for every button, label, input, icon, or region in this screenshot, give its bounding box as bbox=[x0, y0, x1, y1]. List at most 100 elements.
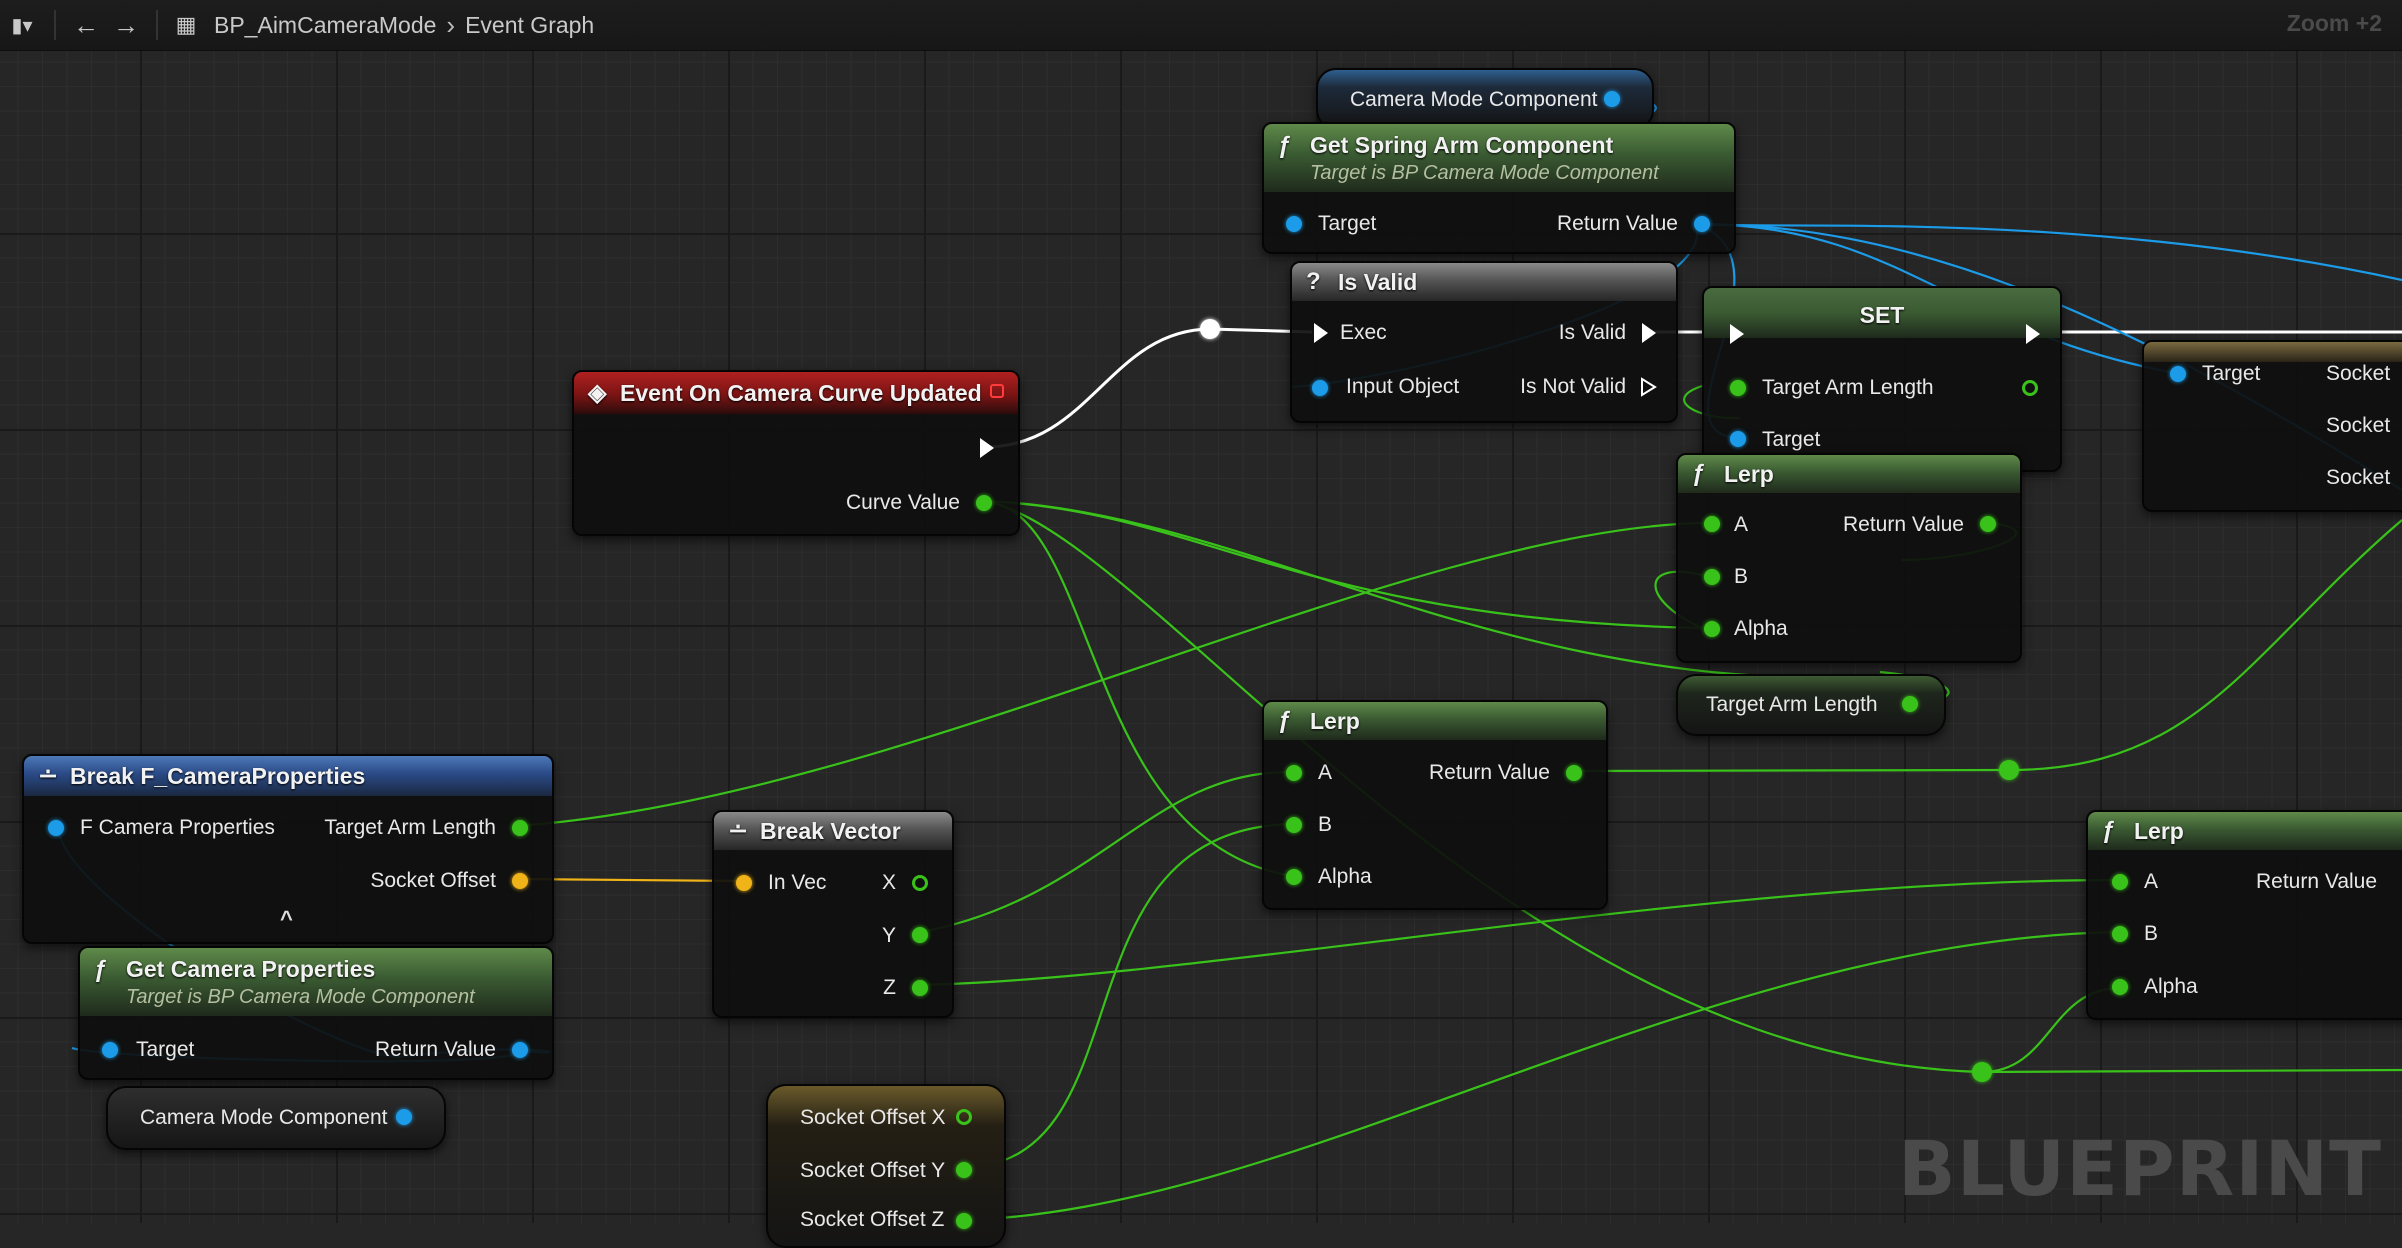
lerp-node-top[interactable]: ƒ Lerp A Return Value B Alpha bbox=[1676, 453, 2022, 663]
object-output-pin[interactable] bbox=[1604, 91, 1620, 107]
input-object-pin[interactable] bbox=[1312, 380, 1328, 396]
reroute-node[interactable] bbox=[1972, 1062, 1992, 1082]
back-arrow-icon[interactable]: ← bbox=[73, 9, 99, 40]
node-title: SET bbox=[1859, 302, 1905, 328]
node-title: Is Valid bbox=[1338, 269, 1418, 295]
alpha-input-pin[interactable] bbox=[1704, 621, 1720, 637]
socket-offset-z-output-pin[interactable] bbox=[956, 1213, 972, 1229]
pin-label: Target bbox=[136, 1038, 195, 1061]
z-output-pin[interactable] bbox=[912, 980, 928, 996]
function-icon: ƒ bbox=[1278, 707, 1292, 734]
b-input-pin[interactable] bbox=[2112, 926, 2128, 942]
break-camera-properties-node[interactable]: ∸ Break F_CameraProperties F Camera Prop… bbox=[22, 754, 554, 944]
a-input-pin[interactable] bbox=[1704, 516, 1720, 532]
node-header: ? Is Valid bbox=[1292, 263, 1676, 301]
pin-label: Return Value bbox=[1428, 761, 1550, 784]
return-value-output-pin[interactable] bbox=[512, 1042, 528, 1058]
node-title: Lerp bbox=[1724, 461, 1774, 487]
hierarchy-icon: ▦ bbox=[175, 12, 197, 37]
socket-offset-x-output-pin[interactable] bbox=[956, 1109, 972, 1125]
node-header: ∸ Break Vector bbox=[714, 812, 952, 850]
break-struct-icon: ∸ bbox=[38, 762, 59, 790]
socket-offset-z-label: Socket Offset Z bbox=[800, 1208, 945, 1231]
pin-label: B bbox=[1734, 565, 1749, 588]
socket-offset-y-output-pin[interactable] bbox=[956, 1162, 972, 1178]
expand-pins-button[interactable]: ^ bbox=[280, 906, 293, 931]
break-vector-node[interactable]: ∸ Break Vector In Vec X Y Z bbox=[712, 810, 954, 1018]
pin-label: Z bbox=[883, 976, 896, 999]
return-value-output-pin[interactable] bbox=[1694, 216, 1710, 232]
graph-toolbar: ▮▾ ← → ▦ BP_AimCameraMode › Event Graph … bbox=[0, 0, 2402, 51]
var-label: Camera Mode Component bbox=[140, 1106, 388, 1129]
is-valid-exec-output-pin[interactable] bbox=[1642, 323, 1656, 343]
get-spring-arm-component-node[interactable]: ƒ Get Spring Arm Component Target is BP … bbox=[1262, 122, 1736, 254]
target-input-pin[interactable] bbox=[1730, 431, 1746, 447]
x-output-pin[interactable] bbox=[912, 875, 928, 891]
node-header: ƒ Get Spring Arm Component Target is BP … bbox=[1264, 124, 1734, 192]
node-header: ƒ Get Camera Properties Target is BP Cam… bbox=[80, 948, 552, 1016]
target-arm-length-var[interactable]: Target Arm Length bbox=[1676, 674, 1946, 736]
return-value-output-pin[interactable] bbox=[1566, 765, 1582, 781]
is-valid-node[interactable]: ? Is Valid Exec Is Valid Input Object Is… bbox=[1290, 261, 1678, 423]
camera-mode-component-var-top[interactable]: Camera Mode Component bbox=[1316, 68, 1654, 130]
target-arm-length-output-pin[interactable] bbox=[2022, 380, 2038, 396]
a-input-pin[interactable] bbox=[2112, 874, 2128, 890]
node-title: Lerp bbox=[2134, 818, 2184, 844]
breadcrumb-graph[interactable]: Event Graph bbox=[465, 11, 595, 38]
a-input-pin[interactable] bbox=[1286, 765, 1302, 781]
delegate-pin-icon[interactable] bbox=[990, 384, 1004, 398]
reroute-node[interactable] bbox=[1999, 760, 2019, 780]
object-output-pin[interactable] bbox=[396, 1109, 412, 1125]
target-arm-length-input-pin[interactable] bbox=[1730, 380, 1746, 396]
target-input-pin[interactable] bbox=[102, 1042, 118, 1058]
socket-offset-y-label: Socket Offset Y bbox=[800, 1159, 946, 1182]
is-not-valid-exec-output-pin[interactable] bbox=[1640, 377, 1658, 397]
exec-output-pin[interactable] bbox=[980, 438, 994, 458]
lerp-node-right[interactable]: ƒ Lerp A Return Value B Alpha bbox=[2086, 810, 2402, 1020]
set-target-arm-length-node[interactable]: SET Target Arm Length Target bbox=[1702, 286, 2062, 472]
b-input-pin[interactable] bbox=[1704, 569, 1720, 585]
node-subtitle: Target is BP Camera Mode Component bbox=[1310, 162, 1659, 184]
node-title: Get Spring Arm Component bbox=[1310, 132, 1614, 158]
pin-label: Return Value bbox=[1842, 513, 1964, 536]
get-camera-properties-node[interactable]: ƒ Get Camera Properties Target is BP Cam… bbox=[78, 946, 554, 1080]
pin-label: Socket bbox=[2326, 466, 2391, 489]
b-input-pin[interactable] bbox=[1286, 817, 1302, 833]
struct-input-pin[interactable] bbox=[48, 820, 64, 836]
exec-output-pin[interactable] bbox=[2026, 324, 2040, 344]
function-icon: ƒ bbox=[1692, 460, 1706, 487]
function-icon: ƒ bbox=[1278, 132, 1292, 159]
alpha-input-pin[interactable] bbox=[1286, 869, 1302, 885]
exec-input-pin[interactable] bbox=[1314, 323, 1328, 343]
pin-label: Input Object bbox=[1346, 375, 1460, 398]
target-input-pin[interactable] bbox=[2170, 366, 2186, 382]
target-input-pin[interactable] bbox=[1286, 216, 1302, 232]
float-output-pin[interactable] bbox=[1902, 696, 1918, 712]
event-diamond-icon: ◈ bbox=[588, 379, 607, 407]
break-struct-icon: ∸ bbox=[728, 817, 749, 845]
in-vec-input-pin[interactable] bbox=[736, 875, 752, 891]
question-mark-icon: ? bbox=[1306, 268, 1321, 295]
exec-reroute-node[interactable] bbox=[1200, 319, 1220, 339]
target-arm-length-output-pin[interactable] bbox=[512, 820, 528, 836]
var-label: Target Arm Length bbox=[1706, 693, 1878, 716]
y-output-pin[interactable] bbox=[912, 927, 928, 943]
node-title: Lerp bbox=[1310, 708, 1360, 734]
socket-offset-output-pin[interactable] bbox=[512, 873, 528, 889]
bookmark-menu-button[interactable]: ▮▾ bbox=[11, 14, 33, 37]
forward-arrow-icon[interactable]: → bbox=[113, 9, 139, 40]
return-value-output-pin[interactable] bbox=[1980, 516, 1996, 532]
socket-offset-vars-node[interactable]: Socket Offset X Socket Offset Y Socket O… bbox=[766, 1084, 1006, 1248]
lerp-node-mid[interactable]: ƒ Lerp A Return Value B Alpha bbox=[1262, 700, 1608, 910]
node-title: Break Vector bbox=[760, 818, 901, 844]
curve-value-output-pin[interactable] bbox=[976, 495, 992, 511]
breadcrumb-blueprint[interactable]: BP_AimCameraMode bbox=[214, 11, 437, 38]
set-socket-offset-node[interactable]: Target Socket Socket Socket bbox=[2142, 340, 2402, 512]
alpha-input-pin[interactable] bbox=[2112, 979, 2128, 995]
pin-label: Alpha bbox=[1734, 617, 1788, 640]
node-header: SET bbox=[1704, 288, 2060, 338]
exec-input-pin[interactable] bbox=[1730, 324, 1744, 344]
pin-label: Socket bbox=[2326, 362, 2391, 385]
event-on-camera-curve-updated-node[interactable]: ◈ Event On Camera Curve Updated Curve Va… bbox=[572, 370, 1020, 536]
camera-mode-component-var-bottom[interactable]: Camera Mode Component bbox=[106, 1086, 446, 1150]
